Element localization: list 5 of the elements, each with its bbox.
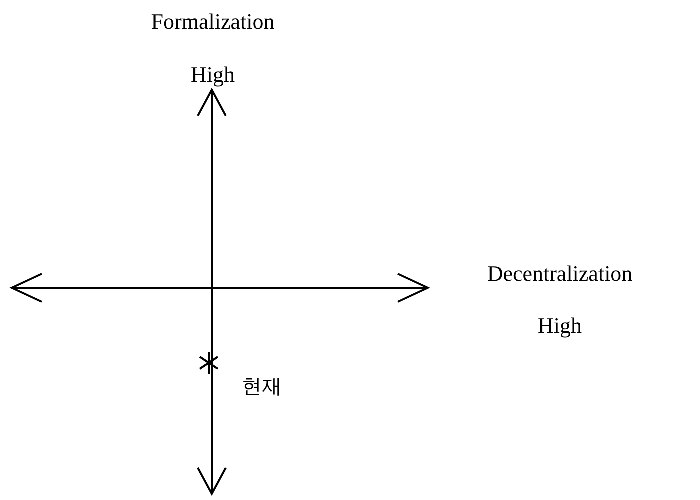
point-label: 현재	[242, 375, 282, 397]
axis-end-label: High	[538, 314, 582, 338]
axis-title: Formalization	[151, 10, 275, 34]
axis-title: Decentralization	[487, 262, 633, 286]
axis-end-label: High	[191, 62, 235, 88]
